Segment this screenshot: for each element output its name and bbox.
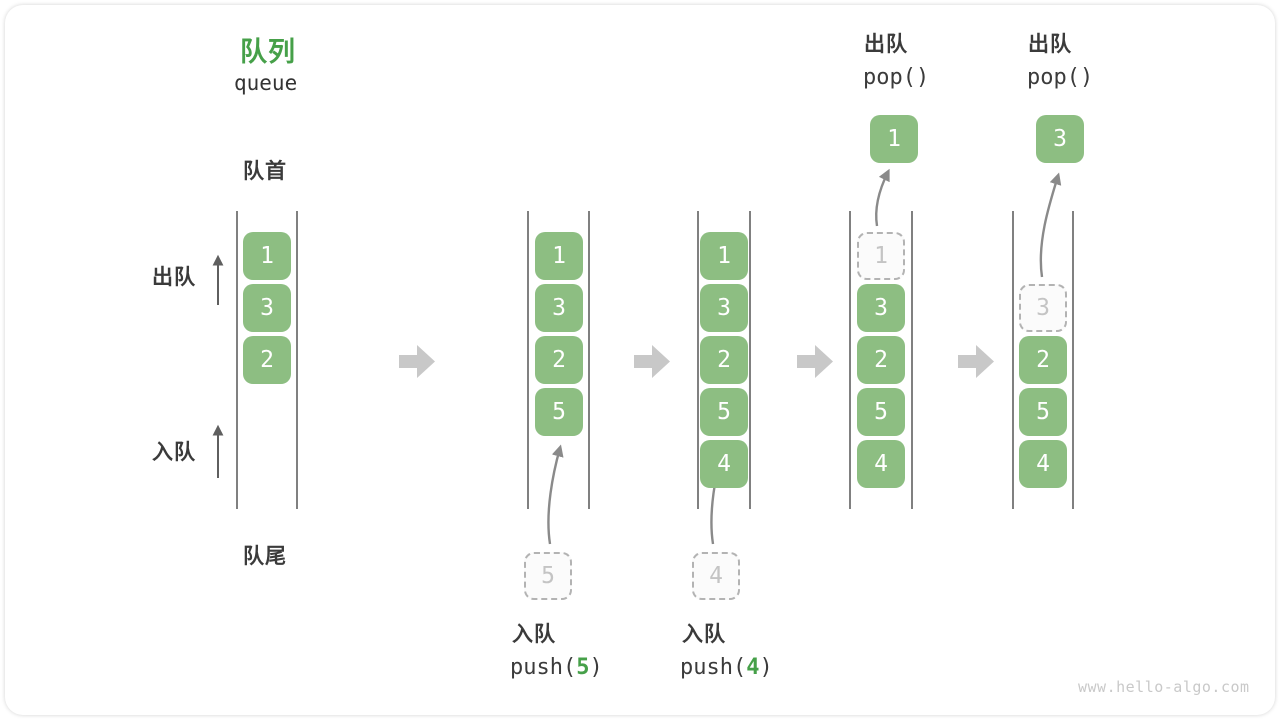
ghost-cell: 3 — [1019, 284, 1067, 332]
queue-cell: 1 — [243, 232, 291, 280]
push-code-arg: 5 — [576, 655, 590, 680]
queue-cell: 2 — [535, 336, 583, 384]
ghost-cell: 1 — [857, 232, 905, 280]
queue-cell: 2 — [243, 336, 291, 384]
queue-cell: 2 — [1019, 336, 1067, 384]
push-op-code: push(4) — [680, 655, 773, 680]
push-code-before: push( — [510, 655, 577, 680]
queue-cell: 4 — [1019, 440, 1067, 488]
staged-value-cell: 5 — [524, 552, 572, 600]
push-op-code: push(5) — [510, 655, 603, 680]
watermark: www.hello-algo.com — [1078, 678, 1250, 696]
queue-cell: 4 — [857, 440, 905, 488]
queue-rear-label: 队尾 — [243, 545, 287, 568]
push-code-after: ) — [759, 655, 773, 680]
push-code-before: push( — [680, 655, 747, 680]
push-op-label: 入队 — [682, 623, 726, 646]
queue-front-label: 队首 — [243, 160, 287, 183]
push-code-after: ) — [589, 655, 603, 680]
queue-cell: 5 — [700, 388, 748, 436]
popped-value-cell: 3 — [1036, 115, 1084, 163]
queue-cell: 1 — [700, 232, 748, 280]
queue-cell: 3 — [535, 284, 583, 332]
queue-cell: 5 — [535, 388, 583, 436]
queue-cell: 5 — [1019, 388, 1067, 436]
page-title: 队列 — [240, 37, 296, 67]
pop-op-label: 出队 — [1028, 33, 1072, 56]
queue-cell: 3 — [700, 284, 748, 332]
enqueue-side-label: 入队 — [152, 441, 196, 464]
queue-cell: 5 — [857, 388, 905, 436]
staged-value-cell: 4 — [692, 552, 740, 600]
push-code-arg: 4 — [746, 655, 760, 680]
queue-cell: 4 — [700, 440, 748, 488]
page-subtitle: queue — [234, 71, 298, 95]
queue-cell: 3 — [857, 284, 905, 332]
queue-cell: 2 — [857, 336, 905, 384]
queue-cell: 1 — [535, 232, 583, 280]
pop-op-code: pop() — [863, 65, 930, 90]
queue-cell: 3 — [243, 284, 291, 332]
dequeue-side-label: 出队 — [152, 266, 196, 289]
push-op-label: 入队 — [512, 623, 556, 646]
pop-op-code: pop() — [1027, 65, 1094, 90]
popped-value-cell: 1 — [870, 115, 918, 163]
diagram-card — [5, 5, 1275, 715]
pop-op-label: 出队 — [864, 33, 908, 56]
queue-cell: 2 — [700, 336, 748, 384]
